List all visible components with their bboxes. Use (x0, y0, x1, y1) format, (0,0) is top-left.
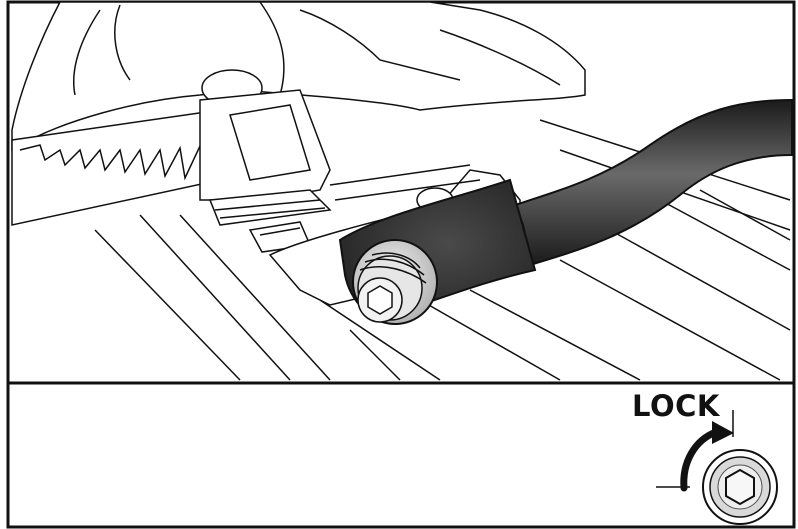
lock-label: LOCK (632, 389, 720, 423)
bracket (199, 89, 332, 253)
lock-direction-arrow-icon (680, 421, 734, 492)
lock-detail (656, 410, 778, 525)
hex-socket-bolt-detail-icon (702, 449, 778, 525)
rail-lines (94, 119, 791, 381)
hex-socket-bolt-icon (352, 239, 438, 325)
top-panel-illustration (11, 1, 793, 381)
housing (11, 1, 586, 152)
cable (498, 98, 793, 267)
